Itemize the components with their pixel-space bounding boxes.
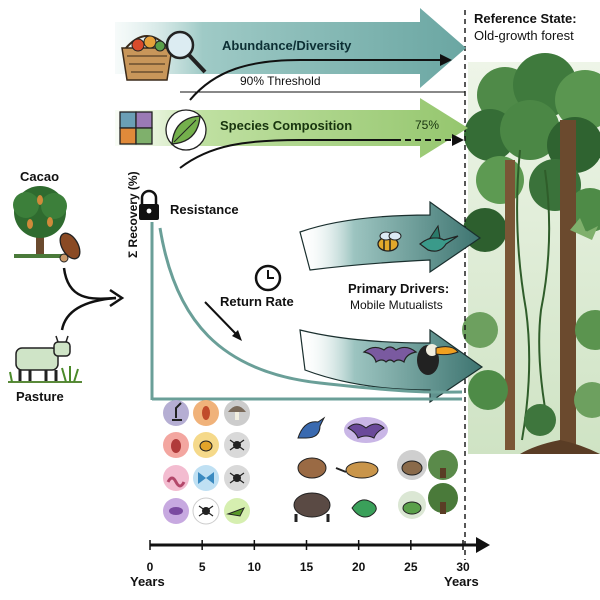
tick-label: 5 <box>198 560 206 574</box>
rodent-icon <box>297 457 327 479</box>
grasshopper-icon <box>224 498 250 524</box>
armadillo-icon <box>397 450 427 480</box>
beetle-icon <box>163 432 189 458</box>
frog-icon <box>398 491 426 519</box>
tick-label: 15 <box>299 560 314 574</box>
tick-label: 10 <box>247 560 261 574</box>
pasture-label: Pasture <box>16 389 64 404</box>
threshold-label: 90% Threshold <box>240 74 321 88</box>
spider-icon <box>224 432 250 458</box>
mushroom-icon <box>224 400 250 426</box>
cacao-pod-icon <box>59 232 81 263</box>
cacao-label: Cacao <box>20 169 60 184</box>
leaf-icon <box>165 109 207 151</box>
lizard-icon <box>351 499 377 518</box>
spider-icon <box>192 497 220 525</box>
toucan-icon <box>417 344 459 375</box>
invertebrate-icons <box>163 400 250 525</box>
recovery-curve <box>158 227 463 394</box>
butterfly-icon <box>193 465 219 491</box>
abundance-diversity-label: Abundance/Diversity <box>222 38 352 53</box>
tapir-icon <box>293 492 331 522</box>
clock-icon <box>254 264 282 292</box>
tick-label: 20 <box>351 560 366 574</box>
primary-drivers-title: Primary Drivers: <box>348 281 450 296</box>
worm-icon <box>163 465 189 491</box>
primary-drivers-subtitle: Mobile Mutualists <box>350 298 443 312</box>
lock-icon <box>139 189 159 220</box>
y-axis-label: Σ Recovery (%) <box>126 171 141 258</box>
return-rate-label: Return Rate <box>220 294 294 309</box>
bee-icon <box>193 432 219 458</box>
grass-icon <box>8 366 82 383</box>
composition-percent-label: 75% <box>415 118 440 132</box>
basket-icon <box>121 35 173 81</box>
timeline-start-label: Years <box>130 574 165 589</box>
bat-icon <box>362 346 418 363</box>
reference-state-subtitle: Old-growth forest <box>474 28 574 43</box>
hummingbird-icon <box>419 224 459 252</box>
old-growth-forest-illustration <box>462 53 600 454</box>
tree-icon <box>428 450 458 480</box>
magnifier-icon <box>165 30 207 74</box>
bee-icon <box>377 231 402 252</box>
reference-state-title: Reference State: <box>474 11 577 26</box>
bat-icon <box>344 417 388 443</box>
species-composition-label: Species Composition <box>220 118 353 133</box>
larva-icon <box>163 498 189 524</box>
puzzle-icon <box>119 111 153 145</box>
tick-label: 25 <box>404 560 418 574</box>
cow-icon <box>15 335 71 382</box>
sum-symbol: Σ <box>126 250 140 258</box>
resistance-label: Resistance <box>170 202 239 217</box>
bird-icon <box>297 416 326 439</box>
timeline-end-label: Years <box>444 574 479 589</box>
composition-band-arrow <box>115 98 468 158</box>
spider-icon <box>224 465 250 491</box>
coati-icon <box>335 461 379 479</box>
microscope-icon <box>163 400 189 426</box>
tick-label: 0 <box>146 560 154 574</box>
tick-label: 30 <box>456 560 470 574</box>
tree-icon <box>428 483 458 514</box>
y-axis-text: Recovery (%) <box>126 171 140 248</box>
cacao-tree-icon <box>13 186 67 258</box>
vertebrate-icons <box>293 416 458 522</box>
ant-icon <box>193 400 219 426</box>
